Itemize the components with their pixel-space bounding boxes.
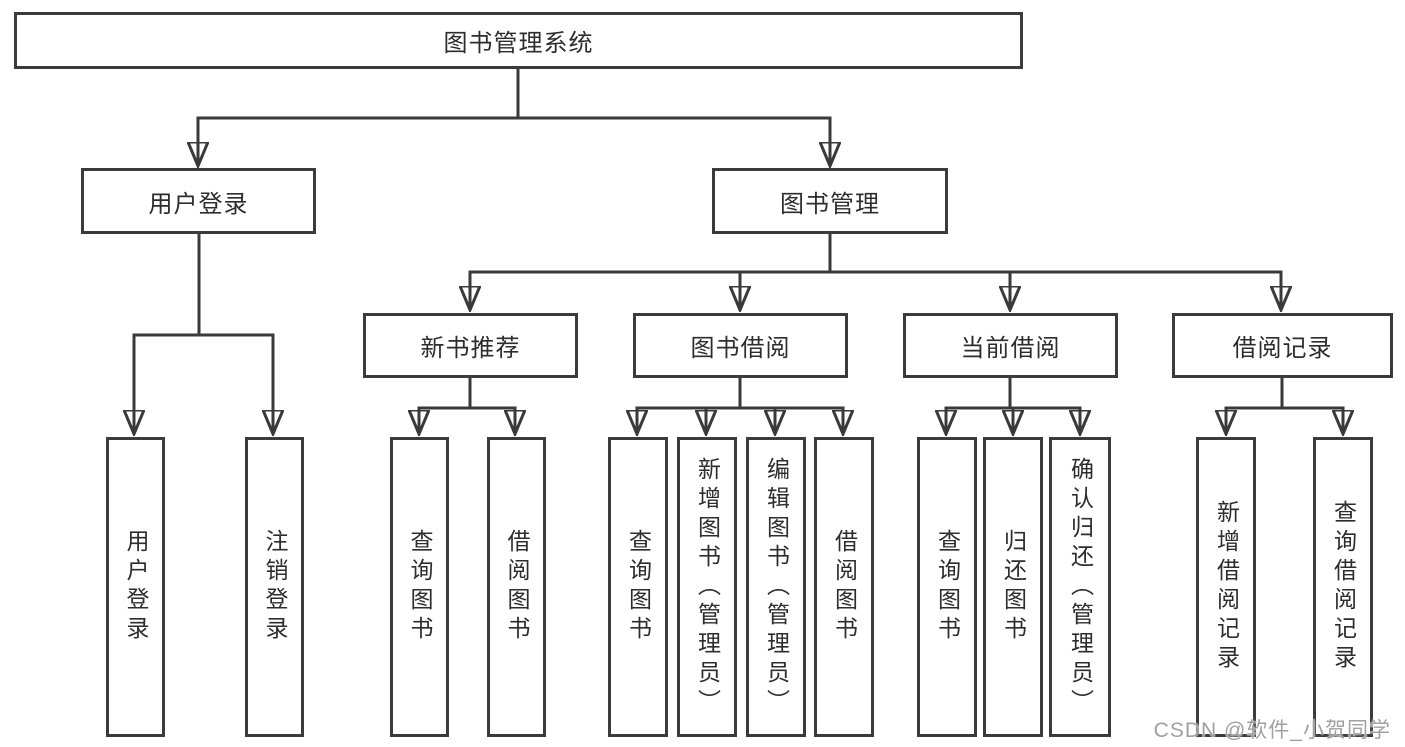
leaf-return-books-label: 归还图书 xyxy=(1000,529,1027,645)
leaf-edit-books-admin-label: 编辑图书（管理员） xyxy=(763,456,790,718)
leaf-logout-label: 注销登录 xyxy=(262,529,288,645)
leaf-query-borrow-record: 查询借阅记录 xyxy=(1313,437,1373,737)
leaf-user-login-label: 用户登录 xyxy=(123,529,149,645)
leaf-add-borrow-record: 新增借阅记录 xyxy=(1196,437,1256,737)
leaf-borrow-books-recommend: 借阅图书 xyxy=(487,437,546,737)
leaf-add-books-admin-label: 新增图书（管理员） xyxy=(694,456,721,718)
leaf-confirm-return-admin-label: 确认归还（管理员） xyxy=(1067,456,1094,718)
leaf-borrow-books-borrowing: 借阅图书 xyxy=(814,437,874,737)
leaf-return-books: 归还图书 xyxy=(983,437,1043,737)
node-borrowing-records: 借阅记录 xyxy=(1172,313,1393,378)
leaf-user-login: 用户登录 xyxy=(106,437,165,737)
leaf-query-books-borrowing-label: 查询图书 xyxy=(625,529,652,645)
leaf-query-books-borrowing: 查询图书 xyxy=(608,437,668,737)
node-book-management-system: 图书管理系统 xyxy=(14,12,1023,69)
leaf-add-borrow-record-label: 新增借阅记录 xyxy=(1213,500,1240,674)
leaf-query-borrow-record-label: 查询借阅记录 xyxy=(1330,500,1357,674)
csdn-watermark: CSDN @软件_小贺同学 xyxy=(1153,719,1391,742)
leaf-query-books-recommend-label: 查询图书 xyxy=(407,529,433,645)
leaf-confirm-return-admin: 确认归还（管理员） xyxy=(1049,437,1111,737)
node-book-borrowing: 图书借阅 xyxy=(633,313,848,378)
leaf-query-books-current: 查询图书 xyxy=(917,437,977,737)
leaf-query-books-current-label: 查询图书 xyxy=(934,529,961,645)
node-new-book-recommendation: 新书推荐 xyxy=(363,313,578,378)
leaf-query-books-recommend: 查询图书 xyxy=(390,437,449,737)
leaf-logout: 注销登录 xyxy=(245,437,304,737)
node-user-login: 用户登录 xyxy=(81,168,316,234)
leaf-add-books-admin: 新增图书（管理员） xyxy=(677,437,737,737)
node-book-management: 图书管理 xyxy=(712,168,948,234)
node-current-borrowing: 当前借阅 xyxy=(903,313,1118,378)
leaf-borrow-books-recommend-label: 借阅图书 xyxy=(504,529,530,645)
leaf-edit-books-admin: 编辑图书（管理员） xyxy=(746,437,806,737)
leaf-borrow-books-borrowing-label: 借阅图书 xyxy=(831,529,858,645)
